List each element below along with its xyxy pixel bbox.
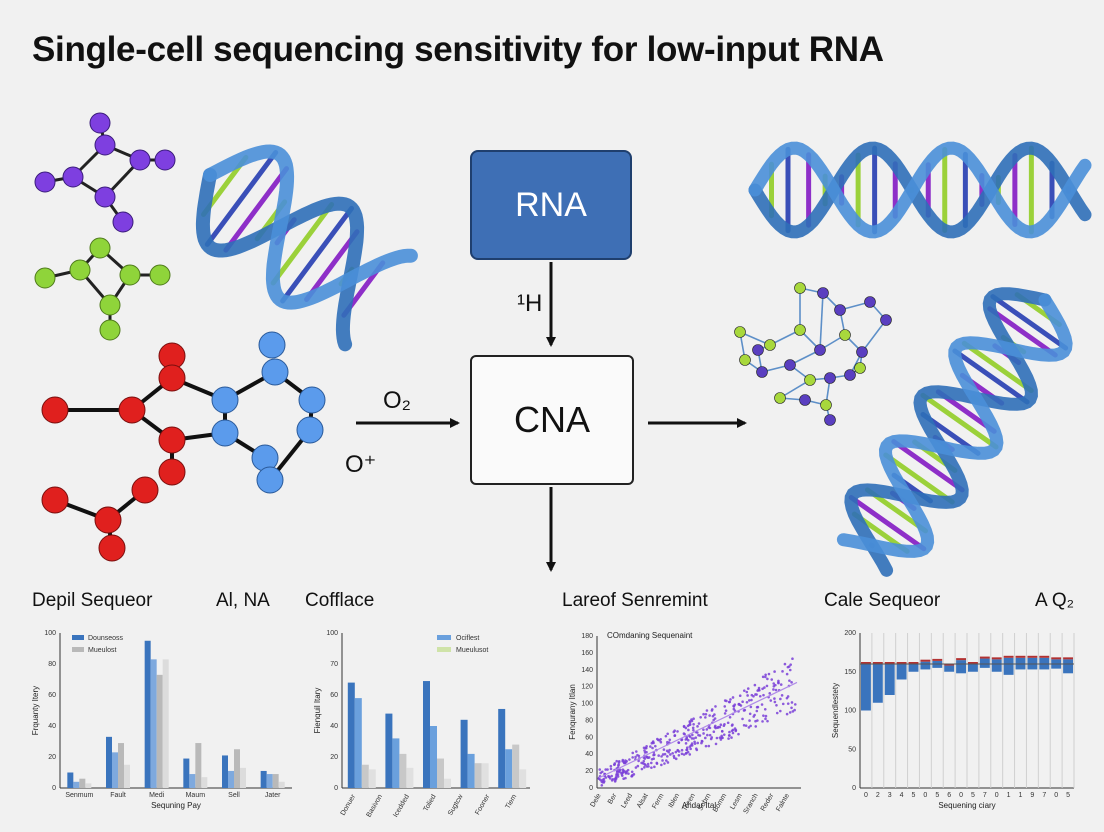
rna-box: RNA: [470, 150, 632, 260]
atom: [839, 329, 851, 341]
dna-helix-icon: [195, 144, 418, 352]
base-pair: [848, 494, 927, 552]
atom: [739, 354, 751, 366]
atom: [864, 296, 876, 308]
backbone: [844, 287, 1052, 577]
flow-arrows: [356, 262, 747, 572]
atom: [824, 414, 836, 426]
backbone: [203, 144, 418, 310]
bond: [779, 379, 811, 399]
network-molecule-icon: [734, 282, 892, 426]
panel3-heading: Lareof Senremint: [562, 590, 708, 611]
base-pair: [952, 348, 1030, 405]
atom: [854, 362, 866, 374]
page-title: Single-cell sequencing sensitivity for l…: [32, 30, 884, 69]
atom: [824, 372, 836, 384]
arrow-label-o-plus: O⁺: [345, 451, 377, 478]
atom: [844, 369, 856, 381]
purple-molecule-icon: [34, 112, 176, 233]
atom: [856, 346, 868, 358]
atom: [784, 359, 796, 371]
atom: [794, 282, 806, 294]
dna-helix-icon: [836, 287, 1073, 577]
atom: [764, 339, 776, 351]
atom: [799, 394, 811, 406]
atom: [880, 314, 892, 326]
panel1-heading: Depil Sequeor: [32, 590, 153, 611]
atom: [804, 374, 816, 386]
atom: [794, 324, 806, 336]
red-blue-molecule-icon: [41, 331, 326, 562]
base-pair: [223, 166, 290, 253]
atom: [817, 287, 829, 299]
backbone: [748, 141, 1092, 239]
base-pair: [304, 229, 360, 303]
arrow-label-h: ¹H: [517, 290, 543, 317]
backbone: [836, 293, 1073, 558]
base-pair: [270, 201, 335, 286]
atom: [834, 304, 846, 316]
atom: [734, 326, 746, 338]
dna-helix-icon: [748, 141, 1092, 239]
atom: [814, 344, 826, 356]
base-pair: [961, 340, 1034, 394]
atom: [774, 392, 786, 404]
atom: [820, 399, 832, 411]
base-pair: [920, 392, 999, 450]
base-pair: [280, 205, 355, 304]
backbone: [748, 141, 1092, 239]
base-pair: [883, 452, 955, 505]
bond: [861, 319, 887, 353]
atom: [756, 366, 768, 378]
base-pair: [204, 149, 279, 247]
cna-box: CNA: [470, 355, 634, 485]
panel2-heading: Cofflace: [305, 590, 375, 611]
panel4-heading: Cale Sequeor: [824, 590, 941, 611]
base-pair: [891, 439, 965, 493]
panel4-heading-right: A Q₂: [1035, 590, 1075, 611]
base-pair: [990, 294, 1069, 351]
arrow-label-o2: O₂: [383, 387, 411, 414]
panel1-heading-right: Al, NA: [216, 590, 270, 611]
base-pair: [987, 306, 1058, 358]
atom: [752, 344, 764, 356]
green-molecule-icon: [34, 237, 171, 341]
bond: [819, 292, 824, 351]
